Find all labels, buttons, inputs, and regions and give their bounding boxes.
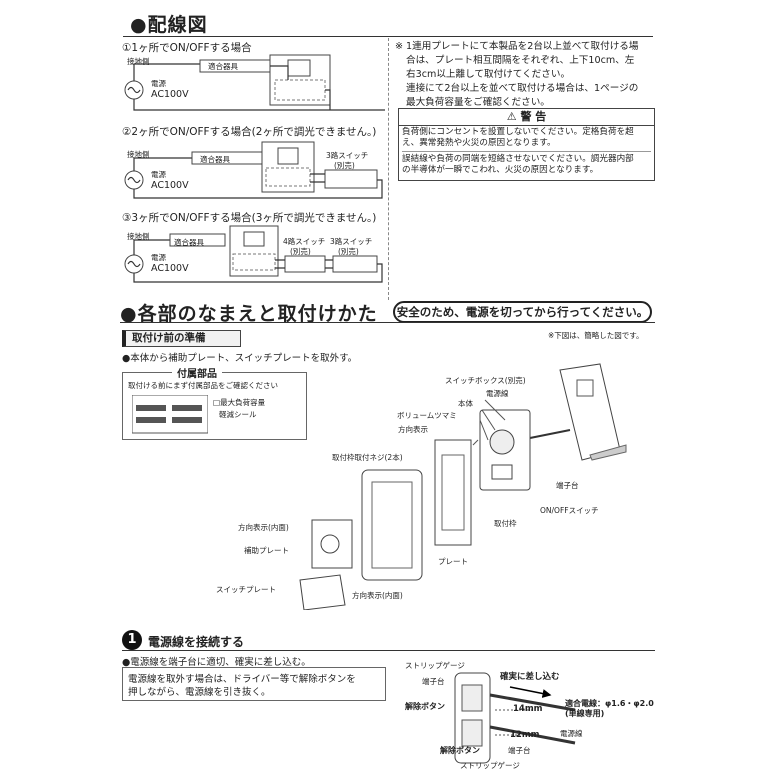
step1-rule [122,650,655,651]
case3-power-label: 電源 [151,253,166,262]
warning-line: え、異常発熱や火災の原因となります。 [402,138,556,148]
step1-text3: 押しながら、電源線を引き抜く。 [128,687,271,698]
reduction-sticker-icon [132,395,208,434]
case1-power-label: 電源 [151,79,166,88]
parts-title-rule [120,322,655,323]
body-label: 本体 [458,399,473,408]
case3-4way-switch-icon [284,255,326,273]
direction-inner1-label: 方向表示(内面) [238,523,289,532]
case2-ground-label: 接地側 [127,150,150,159]
note-line: 連接にて2台以上を並べて取付ける場合は、1ページの [406,83,639,94]
warning-heading: ⚠ 警 告 [399,109,654,126]
release-button-bottom-label: 解除ボタン [440,746,480,755]
note-line: 最大負荷容量をご確認ください。 [406,97,550,108]
case3-ground-label: 接地側 [127,232,150,241]
wiring-section-title: ●配線図 [130,14,208,36]
strip-gauge-top-label: ストリップゲージ [405,661,465,670]
safety-notice: 安全のため、電源を切ってから行ってください。 [393,301,652,323]
aux-plate-label: 補助プレート [244,546,289,555]
case3-3way-switch-icon [332,255,378,273]
switch-box-icon [559,363,621,461]
warning-divider [402,151,651,152]
case2-switch-note: (別売) [334,161,355,170]
accessory-item1: □最大負荷容量 [213,398,266,407]
frame-screw-label: 取付枠取付ネジ(2本) [332,453,403,462]
terminal-label: 端子台 [556,481,579,490]
terminal-diagram [454,672,576,764]
case3-fixture-label: 適合器具 [174,238,204,247]
onoff-switch-label: ON/OFFスイッチ [540,506,599,515]
case1-voltage-label: AC100V [151,89,189,100]
warning-triangle-icon: ⚠ [506,110,517,123]
installation-note: 1連用プレートにて本製品を2台以上並べて取付ける場 合は、プレート相互間隔をそれ… [406,40,656,110]
switch-plate-label: スイッチプレート [216,585,276,594]
case1-ground-label: 接地側 [127,57,150,66]
prep-text: ●本体から補助プレート、スイッチプレートを取外す。 [122,353,358,364]
note-line: 1連用プレートにて本製品を2台以上並べて取付ける場 [406,41,639,52]
simplified-note: ※下図は、簡略した図です。 [548,331,644,340]
case2-diagram [124,141,383,199]
step1-text2: 電源線を取外す場合は、ドライバー等で解除ボタンを [128,674,356,685]
step1-text1: ●電源線を端子台に適切、確実に差し込む。 [122,657,311,668]
volume-knob-label: ボリュームツマミ [397,411,457,420]
case2-voltage-label: AC100V [151,180,189,191]
wiring-title-rule [123,36,653,37]
installation-note-mark: ※ [395,41,404,52]
insert-firmly-label: 確実に差し込む [500,672,560,682]
power-line-label: 電源線 [486,389,509,398]
strip-gauge-bottom-label: ストリップゲージ [460,761,520,770]
plate-label: プレート [438,557,468,566]
case1-title: ①1ヶ所でON/OFFする場合 [122,42,252,54]
wire-type-label: (単線専用) [565,709,605,718]
switch-box-label: スイッチボックス(別売) [445,376,526,385]
power-line-step-label: 電源線 [560,729,583,738]
frame-label: 取付枠 [494,519,517,528]
exploded-view-diagram [299,363,627,610]
case2-title: ②2ヶ所でON/OFFする場合(2ヶ所で調光できません。) [122,126,377,138]
length-12mm-label: 12mm [510,730,540,740]
warning-title: 警 告 [520,110,547,123]
case3-title: ③3ヶ所でON/OFFする場合(3ヶ所で調光できません。) [122,212,377,224]
warning-line: 誤結線や負荷の同端を短絡させないでください。調光器内部 [402,154,634,164]
case3-switch4-label: 4路スイッチ [283,237,326,246]
note-line: 右3cm以上離して取付けてください。 [406,69,571,80]
length-14mm-label: 14mm [513,704,543,714]
volume-knob-icon [489,429,515,455]
accessories-title: 付属部品 [172,365,222,380]
warning-line: の半導体が一瞬でこわれ、火災の原因となります。 [402,165,599,175]
warning-text: 負荷側にコンセントを設置しないでください。定格負荷を超 え、異常発熱や火災の原因… [399,126,654,177]
step1-title: 電源線を接続する [148,635,245,649]
case3-switch3-note: (別売) [338,247,359,256]
switch-plate-icon [299,574,346,610]
case1-fixture-label: 適合器具 [208,62,238,71]
case2-3way-switch-icon [324,169,378,189]
direction-label: 方向表示 [398,425,428,434]
terminal-bottom-label: 端子台 [508,746,531,755]
note-line: 合は、プレート相互間隔をそれぞれ、上下10cm、左 [406,55,635,66]
case3-diagram [124,225,383,283]
accessory-item2: 軽減シール [219,410,257,419]
prep-tab: 取付け前の準備 [122,330,241,347]
step1-note-box [122,667,386,701]
warning-box: ⚠ 警 告 負荷側にコンセントを設置しないでください。定格負荷を超 え、異常発熱… [398,108,655,181]
terminal-top-label: 端子台 [422,677,445,686]
accessories-subtitle: 取付ける前にまず付属部品をご確認ください [128,381,278,390]
case2-fixture-label: 適合器具 [200,155,230,164]
release-button-top-label: 解除ボタン [405,702,445,711]
case3-switch4-note: (別売) [290,247,311,256]
step1-number: 1 [122,630,142,650]
case2-power-label: 電源 [151,170,166,179]
warning-line: 負荷側にコンセントを設置しないでください。定格負荷を超 [402,127,634,137]
direction-inner2-label: 方向表示(内面) [352,591,403,600]
case2-switch-label: 3路スイッチ [326,151,369,160]
case3-voltage-label: AC100V [151,263,189,274]
wire-size-label: 適合電線：φ1.6・φ2.0 [565,699,654,708]
onoff-switch-icon [491,464,513,480]
case3-dimmer-icon [229,225,279,277]
parts-section-title: ●各部のなまえと取付けかた [120,303,378,325]
case1-diagram [124,54,385,111]
wiring-divider [388,38,390,300]
case3-switch3-label: 3路スイッチ [330,237,373,246]
